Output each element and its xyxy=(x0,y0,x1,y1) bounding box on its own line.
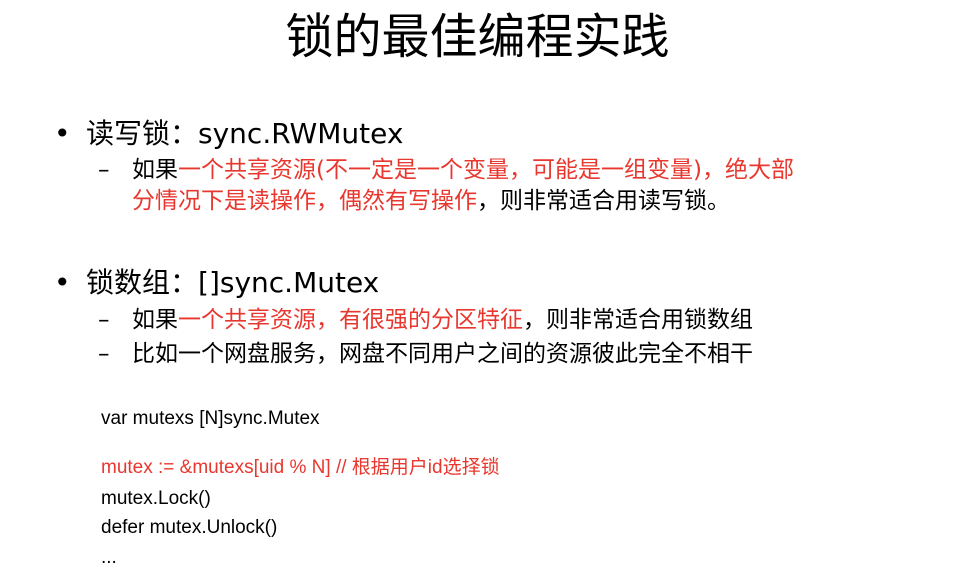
bullet-label: 读写锁： xyxy=(86,117,199,150)
bullet-marker: • xyxy=(54,117,71,150)
sub-bullet-dash: – xyxy=(98,157,110,183)
sub-text: 如果 xyxy=(132,157,178,183)
sub-bullet-rwmutex-desc: –如果一个共享资源(不一定是一个变量，可能是一组变量)，绝大部 xyxy=(98,155,794,186)
sub-bullet-dash: – xyxy=(98,307,110,333)
sub-text: 比如一个网盘服务，网盘不同用户之间的资源彼此完全不相干 xyxy=(132,341,753,367)
bullet-code: []sync.Mutex xyxy=(198,266,380,299)
sub-text-highlight: 一个共享资源，有很强的分区特征 xyxy=(178,307,523,333)
slide-title: 锁的最佳编程实践 xyxy=(285,9,670,65)
bullet-rwmutex: • 读写锁：sync.RWMutex xyxy=(54,117,403,151)
code-line: defer mutex.Unlock() xyxy=(101,517,278,538)
code-line: mutex.Lock() xyxy=(101,488,211,509)
code-line: ... xyxy=(101,547,117,568)
sub-text: ，则非常适合用读写锁。 xyxy=(477,188,730,214)
code-line-highlight: mutex := &mutexs[uid % N] // 根据用户id选择锁 xyxy=(101,457,500,478)
bullet-marker: • xyxy=(54,266,71,299)
sub-bullet-mutex-array-example: –比如一个网盘服务，网盘不同用户之间的资源彼此完全不相干 xyxy=(98,339,753,370)
bullet-label: 锁数组： xyxy=(86,266,199,299)
bullet-mutex-array: • 锁数组：[]sync.Mutex xyxy=(54,266,379,300)
sub-bullet-mutex-array-desc: –如果一个共享资源，有很强的分区特征，则非常适合用锁数组 xyxy=(98,305,753,336)
code-line: var mutexs [N]sync.Mutex xyxy=(101,408,320,429)
sub-text: ，则非常适合用锁数组 xyxy=(523,307,753,333)
sub-text-highlight: 一个共享资源(不一定是一个变量，可能是一组变量)，绝大部 xyxy=(178,157,794,183)
bullet-code: sync.RWMutex xyxy=(198,117,404,150)
sub-bullet-dash: – xyxy=(98,341,110,367)
sub-text-highlight: 分情况下是读操作，偶然有写操作 xyxy=(132,188,477,214)
sub-text: 如果 xyxy=(132,307,178,333)
sub-bullet-rwmutex-desc-cont: 分情况下是读操作，偶然有写操作，则非常适合用读写锁。 xyxy=(132,186,730,217)
